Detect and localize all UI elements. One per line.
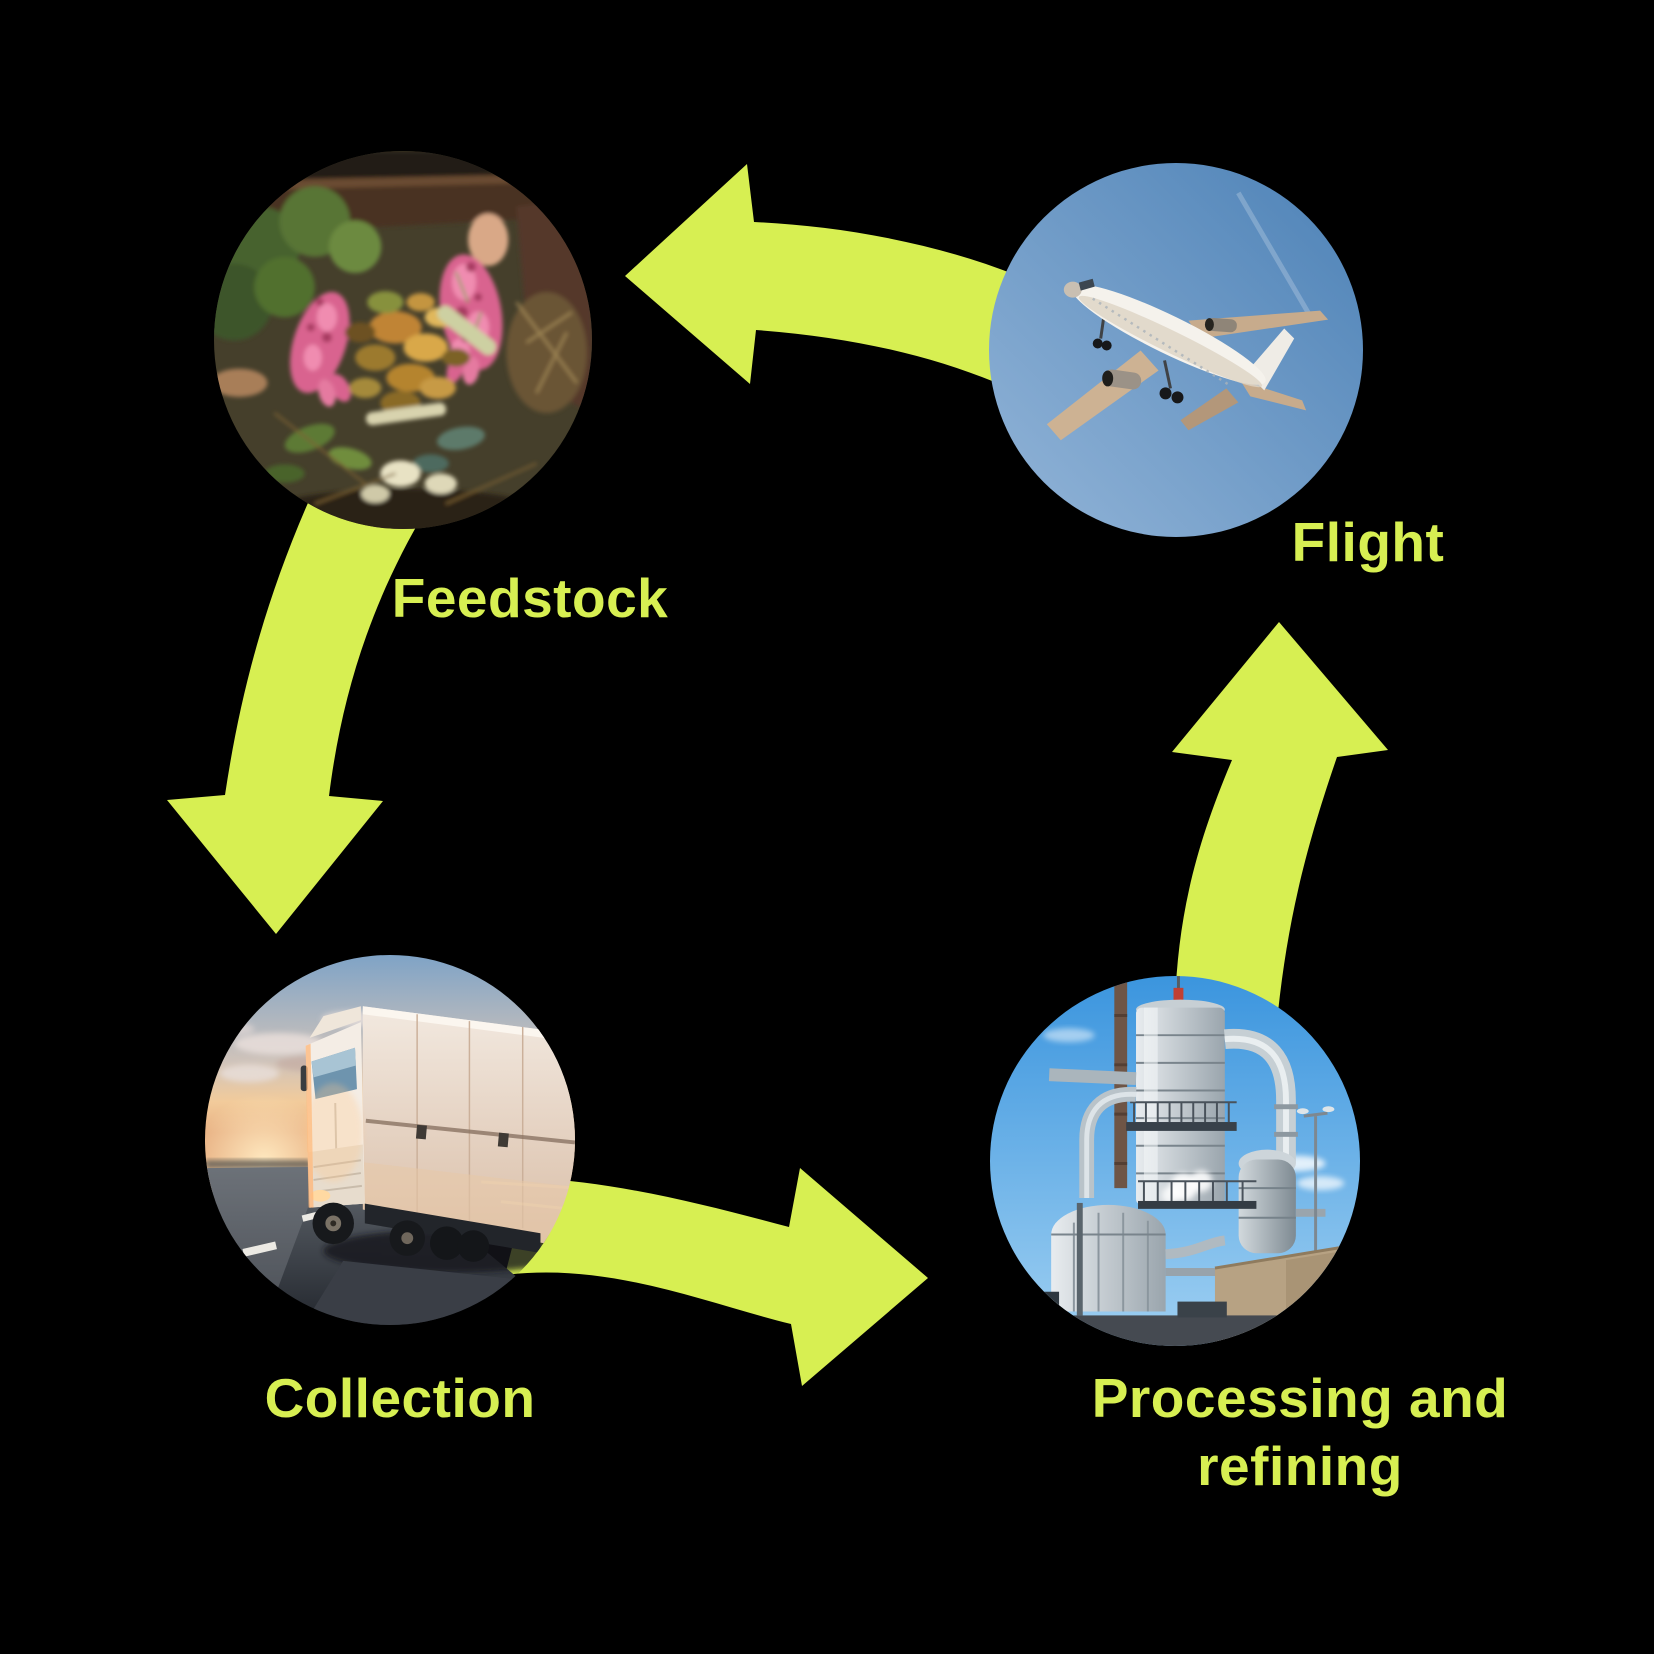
refinery-columns-photo (990, 976, 1360, 1346)
airplane-in-sky-photo (989, 163, 1363, 537)
arrow-processing-to-flight-icon (1172, 622, 1388, 1012)
feedstock-label: Feedstock (391, 567, 669, 629)
collection-label: Collection (264, 1367, 536, 1429)
arrow-feedstock-to-collection-icon (167, 487, 427, 934)
flight-photo (989, 163, 1363, 537)
feedstock-photo (214, 151, 592, 529)
collection-photo (205, 955, 575, 1325)
compost-food-waste-photo (214, 151, 592, 529)
arrow-collection-to-processing-icon (505, 1168, 928, 1386)
truck-on-highway-photo (205, 955, 575, 1325)
flight-label: Flight (1291, 511, 1445, 573)
processing-photo (990, 976, 1360, 1346)
processing-and-refining-label: Processing and refining (1091, 1367, 1509, 1498)
